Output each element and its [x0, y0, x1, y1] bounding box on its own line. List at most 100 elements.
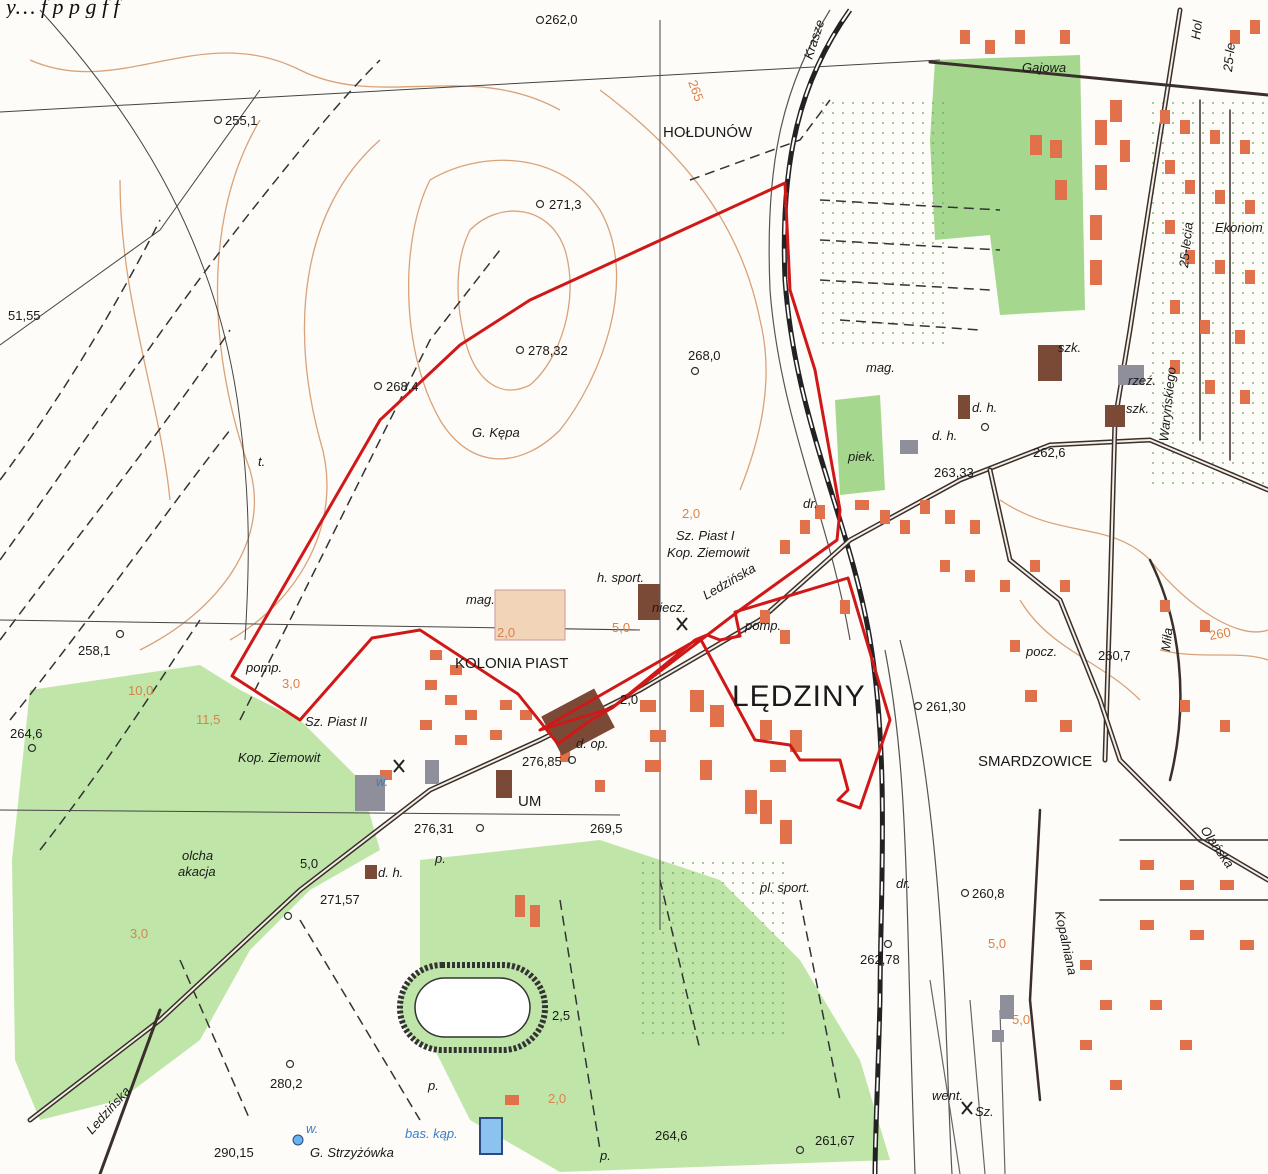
- street-hol: Hol: [1188, 18, 1205, 40]
- boundary-north-polygon[interactable]: [230, 181, 842, 746]
- abbr-um: UM: [518, 793, 541, 810]
- elevation-280-2: 280,2: [270, 1076, 303, 1091]
- street-ekonom: Ekonom: [1215, 220, 1263, 235]
- spot-height-markers: [27, 15, 990, 1155]
- street-25-lecia: 25-lecia: [1176, 221, 1196, 269]
- abbr-dh-north: d. h.: [972, 400, 997, 415]
- abbr-pomp-west: pomp.: [245, 660, 282, 675]
- mine-kop-ziemowit-1: Kop. Ziemowit: [667, 545, 751, 560]
- contour-265: 265: [685, 78, 707, 104]
- buildings-gray: [355, 365, 1144, 1042]
- mine-kop-ziemowit-2: Kop. Ziemowit: [238, 750, 322, 765]
- abbr-dr-south: dr.: [896, 876, 911, 891]
- contour-lines: [29, 52, 1268, 701]
- abbr-pocz: pocz.: [1025, 644, 1057, 659]
- elevation-258-1: 258,1: [78, 643, 111, 658]
- hill-g-kepa: G. Kępa: [472, 425, 520, 440]
- elevation-262-78: 262,78: [860, 952, 900, 967]
- elevation-276-85: 276,85: [522, 754, 562, 769]
- road-mila: [1148, 558, 1182, 782]
- abbr-piek: piek.: [847, 449, 875, 464]
- abbr-p-south: p.: [599, 1148, 611, 1163]
- depth-11-5: 11,5: [196, 712, 220, 727]
- depth-10-0: 10,0: [128, 683, 153, 698]
- elevation-262-6: 262,6: [1033, 445, 1066, 460]
- mine-symbols: [393, 617, 973, 1115]
- hill-g-strzyzowka: G. Strzyżówka: [310, 1145, 394, 1160]
- abbr-szk-north: szk.: [1058, 340, 1081, 355]
- abbr-dh-south: d. h.: [378, 865, 403, 880]
- abbr-t: t.: [258, 454, 265, 469]
- depth-3-0-b: 3,0: [130, 926, 148, 941]
- elevation-276-31: 276,31: [414, 821, 454, 836]
- dotted-grove-south: [640, 860, 790, 1040]
- depth-3-0-a: 3,0: [282, 676, 300, 691]
- elevation-labels: 262,0 255,1 271,3 51,55 278,32 268,0 268…: [8, 12, 1232, 1160]
- elevation-268-0: 268,0: [688, 348, 721, 363]
- elevation-268-4: 268,4: [386, 379, 419, 394]
- study-area-boundary[interactable]: [230, 181, 892, 810]
- street-gajowa: Gajowa: [1022, 60, 1066, 75]
- forest-near-piek: [835, 395, 885, 495]
- road-kopalniana: [1028, 808, 1042, 1102]
- place-ledziny: LĘDZINY: [732, 680, 866, 713]
- abbr-pomp-east: pomp.: [744, 618, 781, 633]
- depth-2-5: 2,5: [552, 1008, 570, 1023]
- water-tower: [292, 1134, 304, 1146]
- buildings-dark: [365, 345, 1125, 879]
- elevation-264-6-south: 264,6: [655, 1128, 688, 1143]
- place-kolonia-piast: KOLONIA PIAST: [455, 655, 568, 672]
- depth-2-0-c: 2,0: [620, 692, 638, 707]
- contour-260: 260: [1208, 624, 1232, 643]
- boundary-south-polygon[interactable]: [538, 576, 892, 810]
- abbr-dh-middle: d. h.: [932, 428, 957, 443]
- abbr-mag-west: mag.: [466, 592, 495, 607]
- grid-lines: [0, 9, 941, 930]
- stadium: [397, 962, 548, 1053]
- street-olanska: Olańska: [1198, 823, 1238, 871]
- abbr-pl-sport: pl. sport.: [759, 880, 810, 895]
- buildings: [380, 20, 1260, 1105]
- abbr-dr-north: dr.: [803, 496, 818, 511]
- elevation-51-55: 51,55: [8, 308, 41, 323]
- elevation-264-6-west: 264,6: [10, 726, 43, 741]
- elevation-269-5: 269,5: [590, 821, 623, 836]
- elevation-290-15: 290,15: [214, 1145, 254, 1160]
- elevation-263-33: 263,33: [934, 465, 974, 480]
- abbr-niecz: niecz.: [652, 600, 686, 615]
- depth-2-0-b: 2,0: [497, 625, 515, 640]
- abbr-went: went.: [932, 1088, 963, 1103]
- depth-2-0-d: 2,0: [548, 1091, 566, 1106]
- abbr-mag-east: mag.: [866, 360, 895, 375]
- sports-field: [494, 589, 566, 641]
- abbr-w-north: w.: [376, 774, 388, 789]
- dashed-paths: [0, 59, 1001, 1151]
- abbr-h-sport: h. sport.: [597, 570, 644, 585]
- elevation-260-7: 260,7: [1098, 648, 1131, 663]
- depth-5-0-b: 5,0: [300, 856, 318, 871]
- forest-label-akacja: akacja: [178, 864, 216, 879]
- depth-2-0-a: 2,0: [682, 506, 700, 521]
- elevation-262-0: 262,0: [545, 12, 578, 27]
- elevation-271-3: 271,3: [549, 197, 582, 212]
- railway: [768, 8, 1006, 1174]
- depth-labels: 2,0 2,0 2,0 2,0 5,0 5,0 5,0 5,0 3,0 3,0 …: [128, 506, 1030, 1106]
- place-smardzowice: SMARDZOWICE: [978, 753, 1092, 770]
- abbr-bas-kap: bas. kąp.: [405, 1126, 458, 1141]
- dotted-grove-north: [815, 95, 945, 345]
- depth-5-0-d: 5,0: [1012, 1012, 1030, 1027]
- forest-areas: [12, 55, 1268, 1172]
- street-mila: Miła: [1158, 627, 1175, 652]
- depth-5-0-c: 5,0: [988, 936, 1006, 951]
- elevation-278-32: 278,32: [528, 343, 568, 358]
- road-gajowa: [928, 60, 1268, 97]
- swimming-pool: [479, 1117, 503, 1155]
- street-kopalniana: Kopalniana: [1052, 910, 1080, 977]
- depth-5-0-a: 5,0: [612, 620, 630, 635]
- elevation-271-57: 271,57: [320, 892, 360, 907]
- abbr-sz: Sz.: [975, 1104, 994, 1119]
- street-ledzinska: Ledzińska: [700, 560, 758, 602]
- road-smardzowice: [987, 467, 1268, 883]
- mine-sz-piast-2: Sz. Piast II: [305, 714, 368, 729]
